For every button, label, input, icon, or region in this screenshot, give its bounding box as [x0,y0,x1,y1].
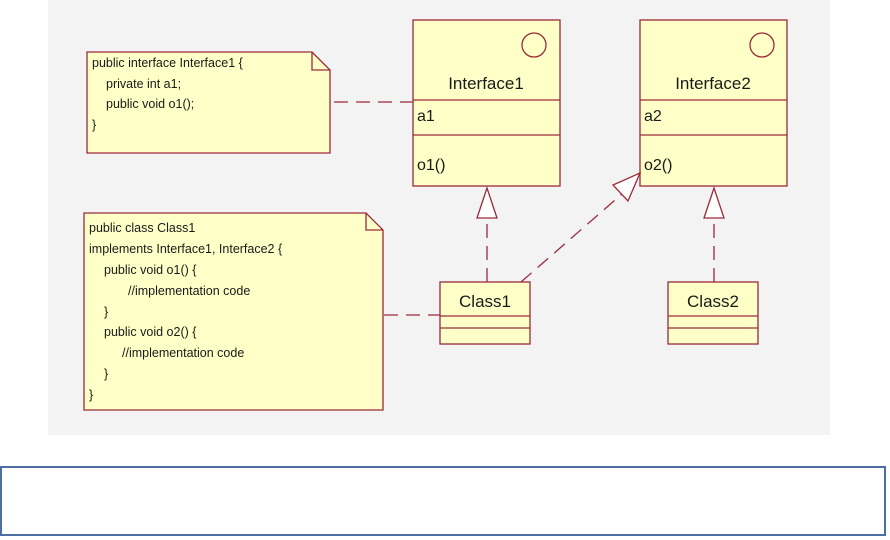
interface2-operation: o2() [644,157,672,174]
realization-arrowhead-icon [703,185,725,219]
interface2-interface-icon [749,32,775,58]
note1-line-3: public void o1(); [106,97,194,111]
realization-arrowhead-icon [611,171,642,203]
note2-line-9: } [89,388,93,402]
interface2-name: Interface2 [675,74,751,93]
note2-line-4: //implementation code [128,284,250,298]
class1-name: Class1 [459,292,511,311]
note2-line-3: public void o1() { [104,263,196,277]
note2-line-2: implements Interface1, Interface2 { [89,242,282,256]
realization-arrowhead-icon [476,185,498,219]
realization-class1-interface1 [476,185,498,282]
note-interface1[interactable]: public interface Interface1 { private in… [86,51,331,154]
note1-line-1: public interface Interface1 { [92,56,243,70]
class2-name: Class2 [687,292,739,311]
uml-diagram: public interface Interface1 { private in… [83,19,788,411]
interface2-box[interactable]: Interface2 a2 o2() [639,19,788,187]
interface1-operation: o1() [417,157,445,174]
interface1-interface-icon [521,32,547,58]
realization-class1-interface2 [520,171,642,283]
note-class1[interactable]: public class Class1 implements Interface… [83,212,384,411]
note2-line-1: public class Class1 [89,221,195,235]
class2-box[interactable]: Class2 [667,281,759,345]
class1-box[interactable]: Class1 [439,281,531,345]
bottom-text-box[interactable] [0,466,886,536]
note2-line-7: //implementation code [122,346,244,360]
note2-line-5: } [104,305,108,319]
interface1-attribute: a1 [417,108,435,125]
note1-line-4: } [92,118,96,132]
note2-line-6: public void o2() { [104,325,196,339]
interface1-box[interactable]: Interface1 a1 o1() [412,19,561,187]
realization-class2-interface2 [703,185,725,282]
note1-line-2: private int a1; [106,77,181,91]
note2-line-8: } [104,367,108,381]
interface1-name: Interface1 [448,74,524,93]
interface2-attribute: a2 [644,108,662,125]
